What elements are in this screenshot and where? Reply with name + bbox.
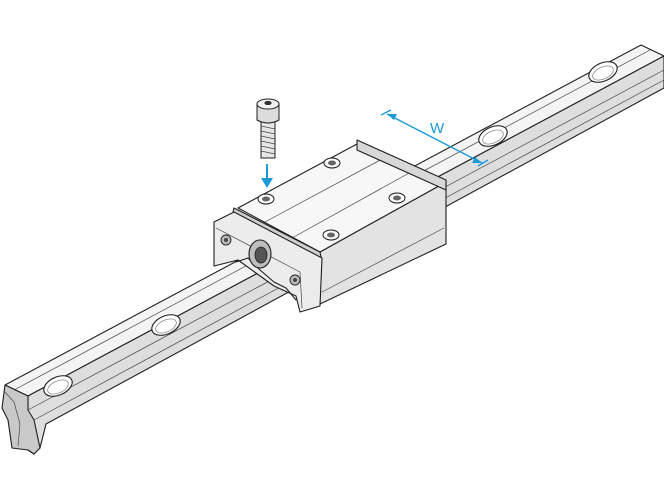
carriage-block xyxy=(213,139,447,313)
carriage-side-line xyxy=(321,227,445,293)
carriage-mount-hole xyxy=(257,193,275,205)
rail-end-profile-line xyxy=(4,391,21,447)
carriage-rear-seal xyxy=(356,139,447,191)
rail-hole xyxy=(478,125,508,147)
rail-hole xyxy=(43,375,73,397)
carriage-mount-hole xyxy=(322,229,340,241)
width-dimension-label: W xyxy=(430,120,445,137)
carriage-top-line xyxy=(264,157,385,223)
screw-thread xyxy=(260,125,276,155)
carriage-rail-cutout xyxy=(235,257,297,301)
rail-end-face xyxy=(1,384,41,455)
rail-hole xyxy=(588,61,618,83)
rail-mounting-holes xyxy=(43,61,618,397)
carriage-mount-hole xyxy=(388,192,406,204)
carriage-top-line xyxy=(291,171,412,239)
carriage-mount-hole xyxy=(323,157,341,169)
end-seal-screw xyxy=(289,274,301,286)
grease-nipple xyxy=(248,239,272,269)
end-seal-screw xyxy=(220,234,232,246)
hex-socket-icon xyxy=(264,101,272,105)
insertion-arrow xyxy=(261,164,273,188)
width-dimension-arrow: W xyxy=(380,109,489,167)
rail-hole xyxy=(151,314,181,336)
socket-head-cap-screw xyxy=(256,98,280,159)
carriage-end-plate-edge xyxy=(215,227,303,309)
